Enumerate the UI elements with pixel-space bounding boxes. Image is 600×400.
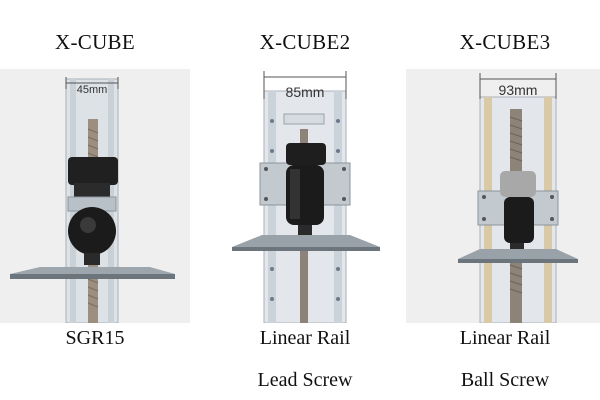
product-title-x-cube3: X-CUBE3 xyxy=(459,30,551,54)
x-cube3-product-image: 93mm xyxy=(406,69,600,323)
x-cube-caption-1: SGR15 xyxy=(65,327,125,349)
product-title-x-cube2: X-CUBE2 xyxy=(259,30,351,54)
x-cube2-product-image: 85mm xyxy=(210,69,400,323)
x-cube2-width-dimension: 85mm xyxy=(286,84,325,100)
x-cube3-caption-1: Linear Rail xyxy=(459,327,551,349)
x-cube3-caption-2: Ball Screw xyxy=(460,369,550,391)
x-cube-width-dimension: 45mm xyxy=(77,84,108,96)
x-cube2-caption-1: Linear Rail xyxy=(259,327,351,349)
x-cube-product-image: 45mm xyxy=(0,69,190,323)
x-cube2-caption-2: Lead Screw xyxy=(257,369,353,391)
x-cube3-width-dimension: 93mm xyxy=(499,82,538,98)
product-title-x-cube: X-CUBE xyxy=(55,30,135,54)
